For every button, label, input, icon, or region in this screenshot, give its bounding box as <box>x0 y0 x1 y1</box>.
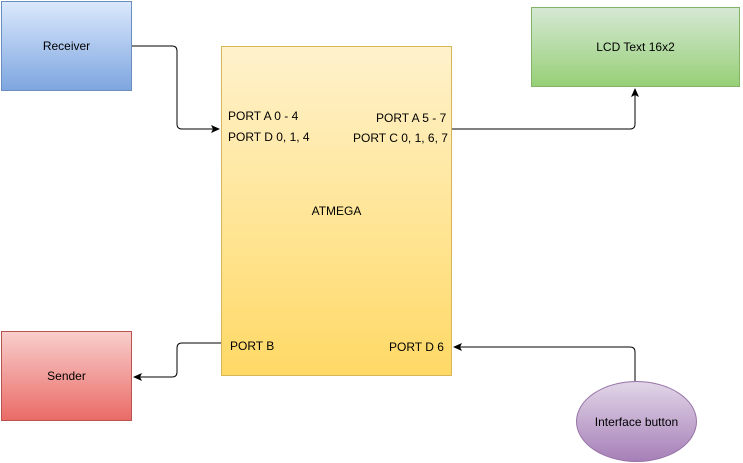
receiver-box[interactable]: Receiver <box>1 1 132 91</box>
port-a-5-7-label: PORT A 5 - 7 <box>376 111 447 125</box>
edge-receiver-to-atmega <box>132 45 220 133</box>
atmega-box[interactable]: ATMEGA <box>221 46 452 376</box>
port-c-0-1-6-7-label: PORT C 0, 1, 6, 7 <box>353 131 448 145</box>
lcd-box[interactable]: LCD Text 16x2 <box>531 7 740 87</box>
atmega-label: ATMEGA <box>311 204 362 218</box>
port-d-6-label: PORT D 6 <box>389 340 444 354</box>
lcd-label: LCD Text 16x2 <box>596 40 675 54</box>
port-d-0-1-4-label: PORT D 0, 1, 4 <box>228 130 310 144</box>
receiver-label: Receiver <box>42 39 91 53</box>
port-b-label: PORT B <box>230 339 275 353</box>
edge-button-to-atmega <box>453 343 636 381</box>
interface-button-ellipse[interactable]: Interface button <box>576 381 697 462</box>
interface-button-label: Interface button <box>594 414 679 429</box>
sender-label: Sender <box>47 369 86 383</box>
port-a-0-4-label: PORT A 0 - 4 <box>228 109 299 123</box>
edge-atmega-to-lcd <box>452 88 639 130</box>
sender-box[interactable]: Sender <box>1 331 132 421</box>
edge-atmega-to-sender <box>133 342 221 381</box>
